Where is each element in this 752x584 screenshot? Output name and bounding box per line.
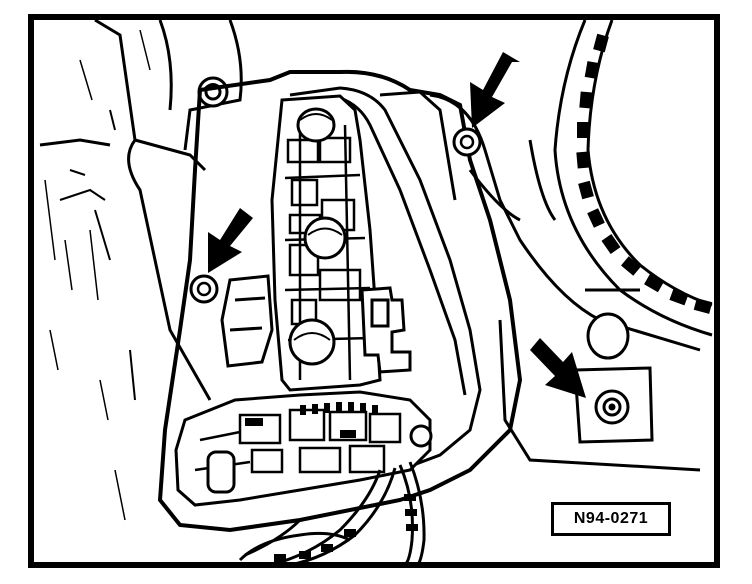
- lower-bulb: [206, 424, 433, 494]
- connector-details: [194, 408, 402, 474]
- bulb-sockets: [288, 107, 347, 366]
- arrow-icon: [530, 338, 586, 398]
- panel-hatching: [44, 29, 151, 521]
- figure-border: [28, 14, 720, 568]
- carrier-clip: [360, 286, 412, 374]
- body-right: [429, 93, 701, 472]
- arrow-icon: [208, 208, 253, 273]
- harness-wraps: [274, 494, 418, 562]
- arrow-icon: [470, 52, 520, 128]
- left-mount: [220, 274, 274, 368]
- wheel-tread: [576, 33, 713, 314]
- figure-code-label: N94-0271: [551, 502, 671, 536]
- plug-hole: [586, 312, 630, 360]
- screw-icon: [189, 274, 219, 304]
- wheel-arch: [553, 19, 713, 337]
- connector-pins: [245, 402, 378, 438]
- wiring-harness: [238, 461, 426, 567]
- bolt-icon: [594, 389, 630, 425]
- screw-icon: [197, 76, 229, 108]
- screw-icon: [452, 127, 482, 157]
